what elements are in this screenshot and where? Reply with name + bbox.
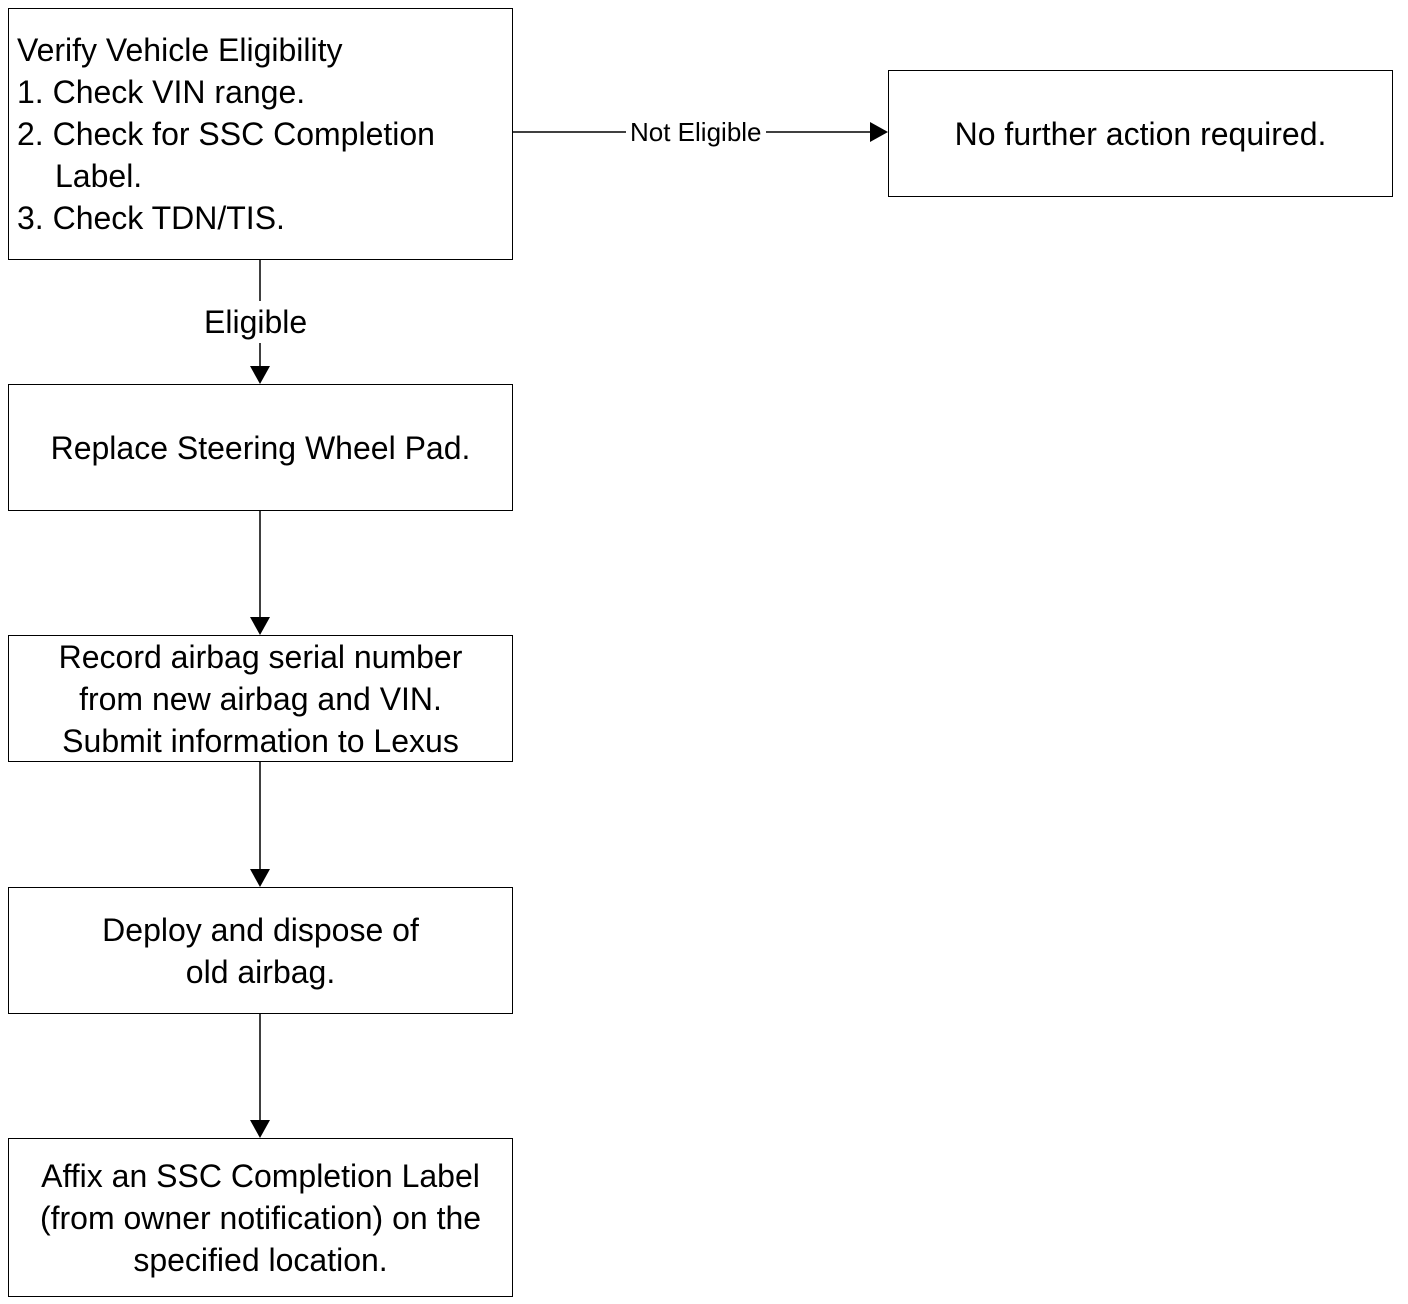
verify-title: Verify Vehicle Eligibility [17,32,343,68]
verify-step-2-cont: Label. [55,158,143,194]
record-serial-box: Record airbag serial number from new air… [8,635,513,762]
affix-label-box: Affix an SSC Completion Label (from owne… [8,1138,513,1297]
deploy-line-1: Deploy and dispose of [102,911,419,948]
eligible-label: Eligible [190,301,322,343]
deploy-line-2: old airbag. [185,953,336,990]
affix-line-3: specified location. [133,1241,388,1278]
verify-step-3: 3. Check TDN/TIS. [17,200,285,236]
not-eligible-label: Not Eligible [626,116,766,148]
no-action-text: No further action required. [954,115,1327,152]
arrowhead-record-to-deploy [250,869,270,887]
deploy-dispose-box: Deploy and dispose of old airbag. [8,887,513,1014]
arrowhead-deploy-to-affix [250,1120,270,1138]
verify-step-2: 2. Check for SSC Completion [17,116,435,152]
arrowhead-replace-to-record [250,617,270,635]
record-line-1: Record airbag serial number [58,638,463,675]
verify-step-1: 1. Check VIN range. [17,74,306,110]
record-line-2: from new airbag and VIN. [79,680,442,717]
arrowhead-not-eligible [870,122,888,142]
replace-pad-box: Replace Steering Wheel Pad. [8,384,513,511]
record-line-3: Submit information to Lexus [62,722,459,759]
verify-eligibility-box: Verify Vehicle Eligibility 1. Check VIN … [8,8,513,260]
replace-text: Replace Steering Wheel Pad. [50,429,471,466]
arrowhead-eligible [250,366,270,384]
affix-line-2: (from owner notification) on the [39,1199,482,1236]
affix-line-1: Affix an SSC Completion Label [41,1157,480,1194]
no-further-action-box: No further action required. [888,70,1393,197]
